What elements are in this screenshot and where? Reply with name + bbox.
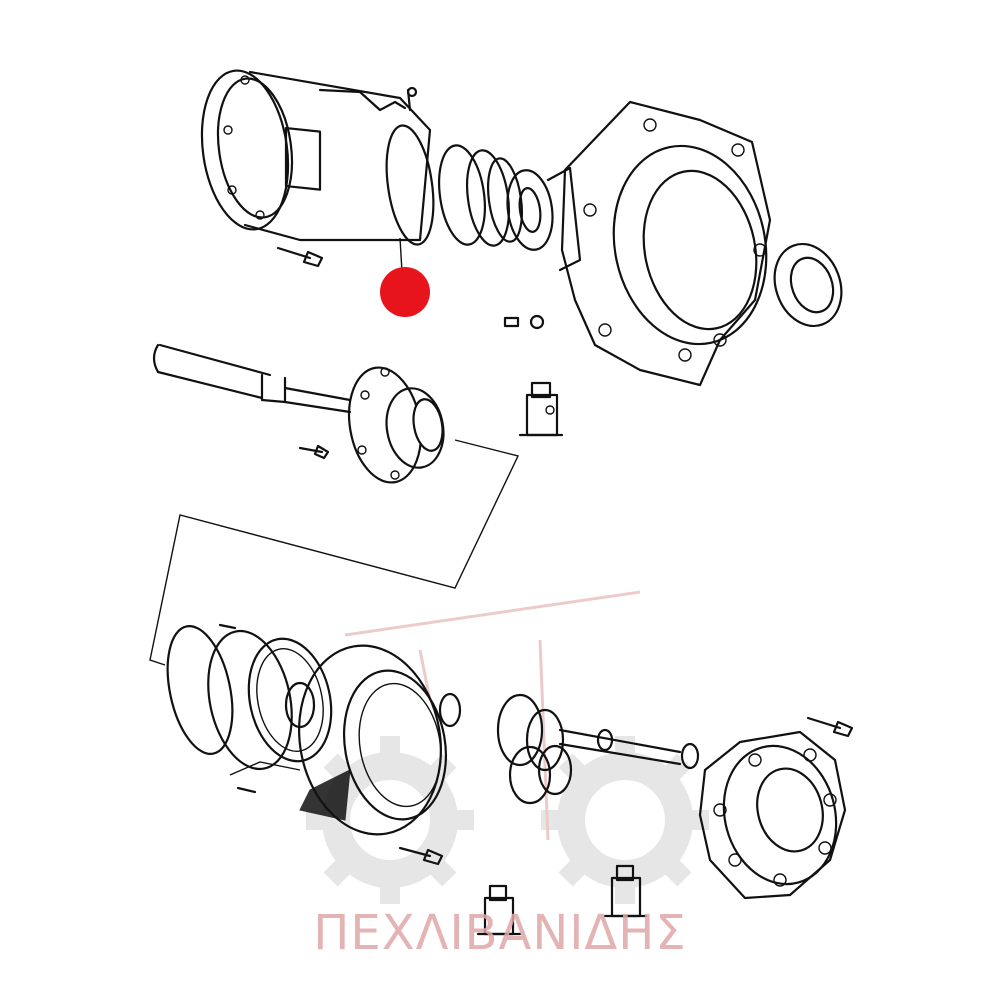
oil-plug-lower-left [476,884,522,936]
small-screws [503,314,545,330]
half-shaft-assembly [152,343,445,484]
watermark-gear-left-icon [306,736,474,904]
oil-plug-lower-right [603,864,648,918]
watermark-text: ΠΕΧΛΙΒΑΝΙΔΗΣ [313,905,687,961]
cover-bolt [806,716,854,738]
oil-plug-upper [518,381,564,437]
planetary-gear-assembly [166,623,700,866]
watermark-logo [306,590,709,904]
axle-housing-assembly [200,69,554,273]
callout-marker-dot [380,267,430,317]
end-cover [698,730,847,900]
assembly-connector-lines [149,439,519,776]
outer-bearing-ring [773,242,843,328]
wheel-hub [546,100,772,387]
watermark-t-icon [344,590,641,841]
